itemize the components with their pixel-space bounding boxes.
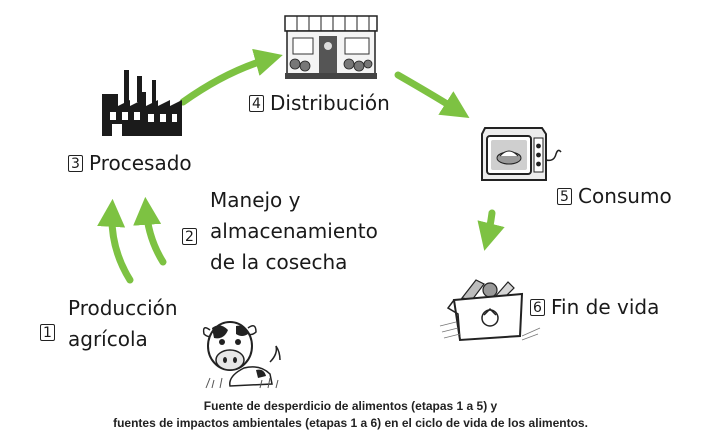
arrow-3-to-4: [179, 48, 283, 106]
cow-icon: [202, 321, 281, 389]
stage-1-number: 1: [40, 324, 55, 341]
stage-5-text: Consumo: [578, 184, 672, 208]
arrow-1-to-3-right: [133, 196, 167, 266]
stage-5-number: 5: [557, 188, 572, 205]
stage-5-label: 5 Consumo: [557, 181, 672, 212]
arrow-1-to-3-left: [97, 198, 134, 284]
stage-1-line1: Producción: [68, 296, 178, 320]
microwave-icon: [481, 127, 562, 181]
factory-icon: [102, 70, 182, 136]
arrow-4-to-5: [394, 71, 470, 119]
caption-line-1: Fuente de desperdicio de alimentos (etap…: [203, 399, 498, 413]
stage-3-label: 3 Procesado: [68, 148, 192, 179]
caption-line-2: fuentes de impactos ambientales (etapas …: [113, 416, 588, 430]
stage-1-line2: agrícola: [68, 327, 148, 351]
stage-2-line2: almacenamiento: [210, 219, 378, 243]
market-stall-icon: [284, 15, 378, 79]
stage-2-number: 2: [182, 228, 197, 245]
stage-3-number: 3: [68, 155, 83, 172]
recycling-bin-icon: [439, 279, 541, 342]
stage-4-number: 4: [249, 95, 264, 112]
arrow-5-to-6: [477, 209, 505, 251]
stage-6-label: 6 Fin de vida: [530, 292, 659, 323]
stage-6-text: Fin de vida: [551, 295, 660, 319]
stage-2-line1: Manejo y: [210, 188, 301, 212]
stage-2-line3: de la cosecha: [210, 250, 348, 274]
stage-6-number: 6: [530, 299, 545, 316]
stage-4-label: 4 Distribución: [249, 88, 390, 119]
stage-4-text: Distribución: [270, 91, 390, 115]
stage-3-text: Procesado: [89, 151, 192, 175]
